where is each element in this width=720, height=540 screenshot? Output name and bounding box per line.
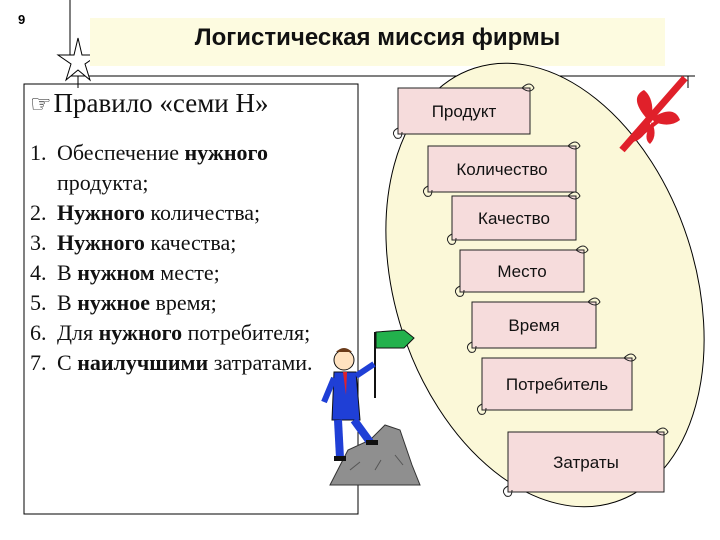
rule-heading: ☞Правило «семи Н» — [30, 88, 269, 119]
rule-text: Нужного количества; — [57, 198, 360, 228]
rule-number: 5. — [30, 290, 47, 315]
rule-text: Нужного качества; — [57, 228, 360, 258]
rule-text-part: месте; — [154, 260, 220, 285]
step-label: Потребитель — [506, 375, 608, 394]
step-scroll: Качество — [446, 191, 581, 245]
step-label: Время — [508, 316, 559, 335]
step-scroll: Место — [454, 245, 589, 297]
rule-text-part: В — [57, 290, 78, 315]
rule-number: 2. — [30, 200, 47, 225]
rule-text: Для нужного потребителя; — [57, 318, 360, 348]
rule-text-part: качества; — [144, 230, 237, 255]
rule-emphasis: нужное — [77, 290, 150, 315]
rule-item: 6. Для нужного потребителя; — [30, 318, 360, 348]
green-flag-icon — [375, 329, 415, 349]
page-title: Логистическая миссия фирмы — [194, 24, 561, 51]
rule-emphasis: нужного — [98, 320, 183, 345]
rule-number: 6. — [30, 320, 47, 345]
steps-scrolls: ПродуктКоличествоКачествоМестоВремяПотре… — [392, 83, 669, 497]
rule-text-part: С — [57, 350, 78, 375]
rule-text-part: В — [57, 260, 78, 285]
rule-item: 5. В нужное время; — [30, 288, 360, 318]
rule-item: 1. Обеспечение нужного продукта; — [30, 138, 360, 198]
rule-number: 1. — [30, 140, 47, 165]
gift-bow-icon — [619, 75, 688, 153]
rule-emphasis: нужного — [184, 140, 268, 165]
rule-text-part: продукта; — [57, 170, 149, 195]
slide-number: 9 — [18, 12, 26, 27]
rule-heading-text: Правило «семи Н» — [53, 88, 269, 118]
rule-number: 3. — [30, 230, 47, 255]
rule-item: 4. В нужном месте; — [30, 258, 360, 288]
title-band — [90, 18, 665, 66]
rule-text-part: Обеспечение — [57, 140, 185, 165]
rule-text-part: количества; — [144, 200, 261, 225]
rule-text: В нужное время; — [57, 288, 360, 318]
step-scroll: Количество — [422, 141, 581, 197]
rule-emphasis: Нужного — [57, 230, 145, 255]
step-label: Продукт — [432, 102, 497, 121]
rule-item: 2. Нужного количества; — [30, 198, 360, 228]
step-label: Затраты — [553, 453, 619, 472]
rule-text-part: время; — [149, 290, 217, 315]
step-scroll: Время — [466, 297, 601, 353]
rule-number: 7. — [30, 350, 47, 375]
step-scroll: Потребитель — [476, 353, 637, 415]
rule-emphasis: наилучшими — [77, 350, 209, 375]
step-label: Количество — [456, 160, 547, 179]
rule-number: 4. — [30, 260, 47, 285]
rule-emphasis: Нужного — [57, 200, 145, 225]
rule-text-part: затратами. — [208, 350, 313, 375]
rule-item: 3. Нужного качества; — [30, 228, 360, 258]
rule-list: 1. Обеспечение нужного продукта; 2. Нужного… — [30, 138, 360, 378]
rule-text-part: Для — [57, 320, 99, 345]
step-label: Место — [497, 262, 546, 281]
rule-text-part: потребителя; — [182, 320, 311, 345]
rule-item: 7. С наилучшими затратами. — [30, 348, 360, 378]
rock — [329, 424, 421, 486]
step-scroll: Продукт — [392, 83, 535, 139]
step-label: Качество — [478, 209, 550, 228]
rule-text: Обеспечение нужного продукта; — [57, 138, 360, 198]
rule-text: С наилучшими затратами. — [57, 348, 360, 378]
rule-emphasis: нужном — [77, 260, 155, 285]
rule-text: В нужном месте; — [57, 258, 360, 288]
businessman-figure — [321, 348, 378, 461]
pointing-hand-icon: ☞ — [30, 92, 52, 118]
step-scroll: Затраты — [502, 427, 669, 497]
